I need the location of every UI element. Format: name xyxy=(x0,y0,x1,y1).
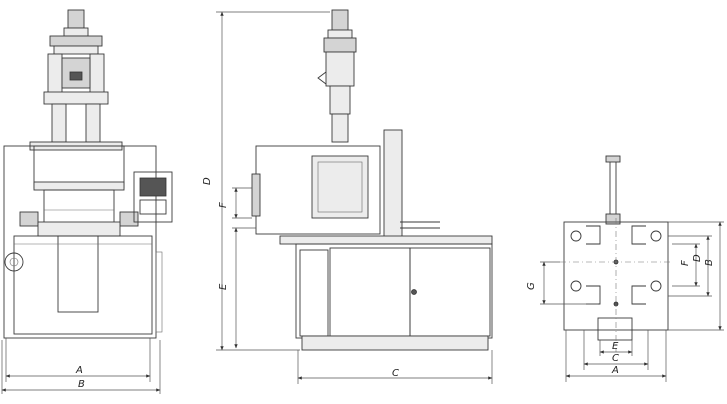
top-dim-e-label: E xyxy=(612,341,619,352)
side-dim-f-label: F xyxy=(218,202,229,208)
side-view: D F E C xyxy=(202,9,493,384)
front-dim-a-label: A xyxy=(75,365,83,376)
top-dim-f-label: F xyxy=(680,260,691,266)
top-dim-g-label: G xyxy=(526,282,537,290)
top-dim-c-label: C xyxy=(612,353,619,364)
top-dim-b-label: B xyxy=(704,259,715,266)
top-dim-d-label: D xyxy=(692,254,703,262)
side-dim-d-label: D xyxy=(202,177,213,185)
side-dim-c-label: C xyxy=(392,368,399,379)
side-dim-e-label: E xyxy=(218,283,229,290)
top-view: G F D B E C A xyxy=(526,155,724,382)
front-dim-b-label: B xyxy=(78,379,85,390)
top-dim-a-label: A xyxy=(611,365,619,376)
front-view: A B xyxy=(1,9,173,394)
